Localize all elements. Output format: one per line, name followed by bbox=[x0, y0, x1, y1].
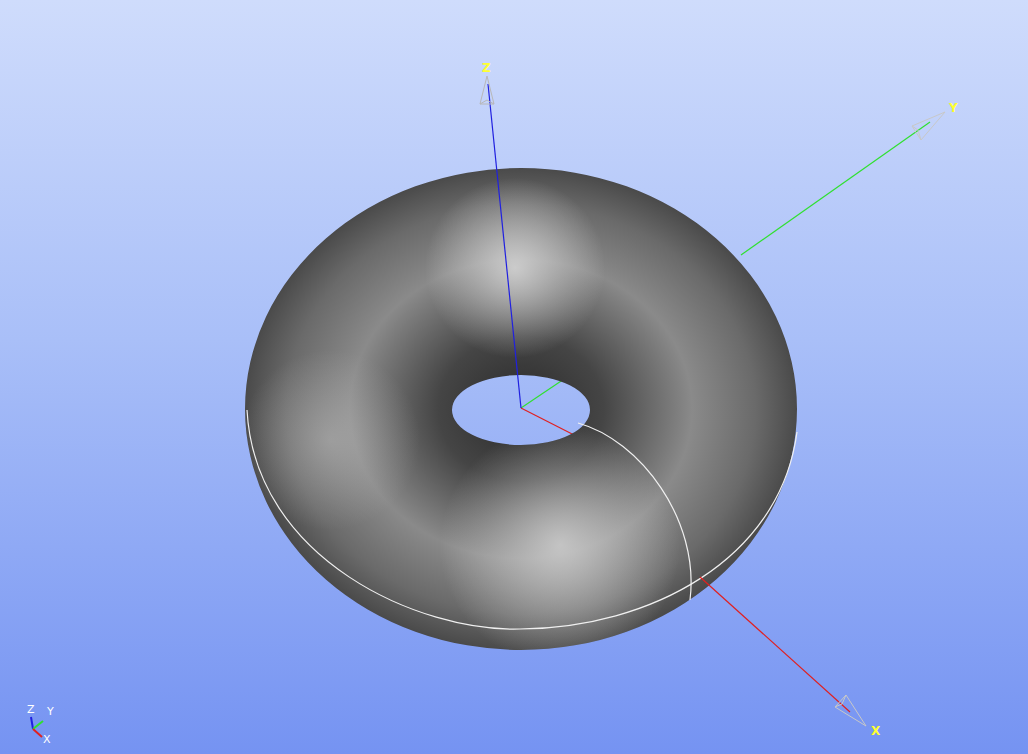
seam-edge bbox=[578, 423, 691, 600]
triad-x bbox=[33, 729, 42, 737]
x-axis bbox=[700, 577, 850, 712]
x-axis bbox=[521, 408, 578, 437]
torus bbox=[240, 160, 805, 660]
axis-cone bbox=[912, 112, 945, 140]
axis-cone bbox=[480, 76, 494, 104]
y-axis-label: Y bbox=[949, 102, 958, 114]
triad-y bbox=[33, 721, 43, 729]
triad-x-label: X bbox=[43, 734, 51, 745]
y-axis bbox=[741, 122, 930, 255]
axis-cone bbox=[835, 695, 866, 726]
triad-z bbox=[31, 717, 33, 729]
x-axis-label: X bbox=[871, 725, 880, 737]
seam-edge bbox=[247, 410, 797, 629]
triad-z-label: Z bbox=[27, 704, 35, 715]
triad-y-label: Y bbox=[47, 706, 54, 717]
z-axis-label: Z bbox=[482, 62, 491, 74]
z-axis bbox=[488, 84, 521, 408]
